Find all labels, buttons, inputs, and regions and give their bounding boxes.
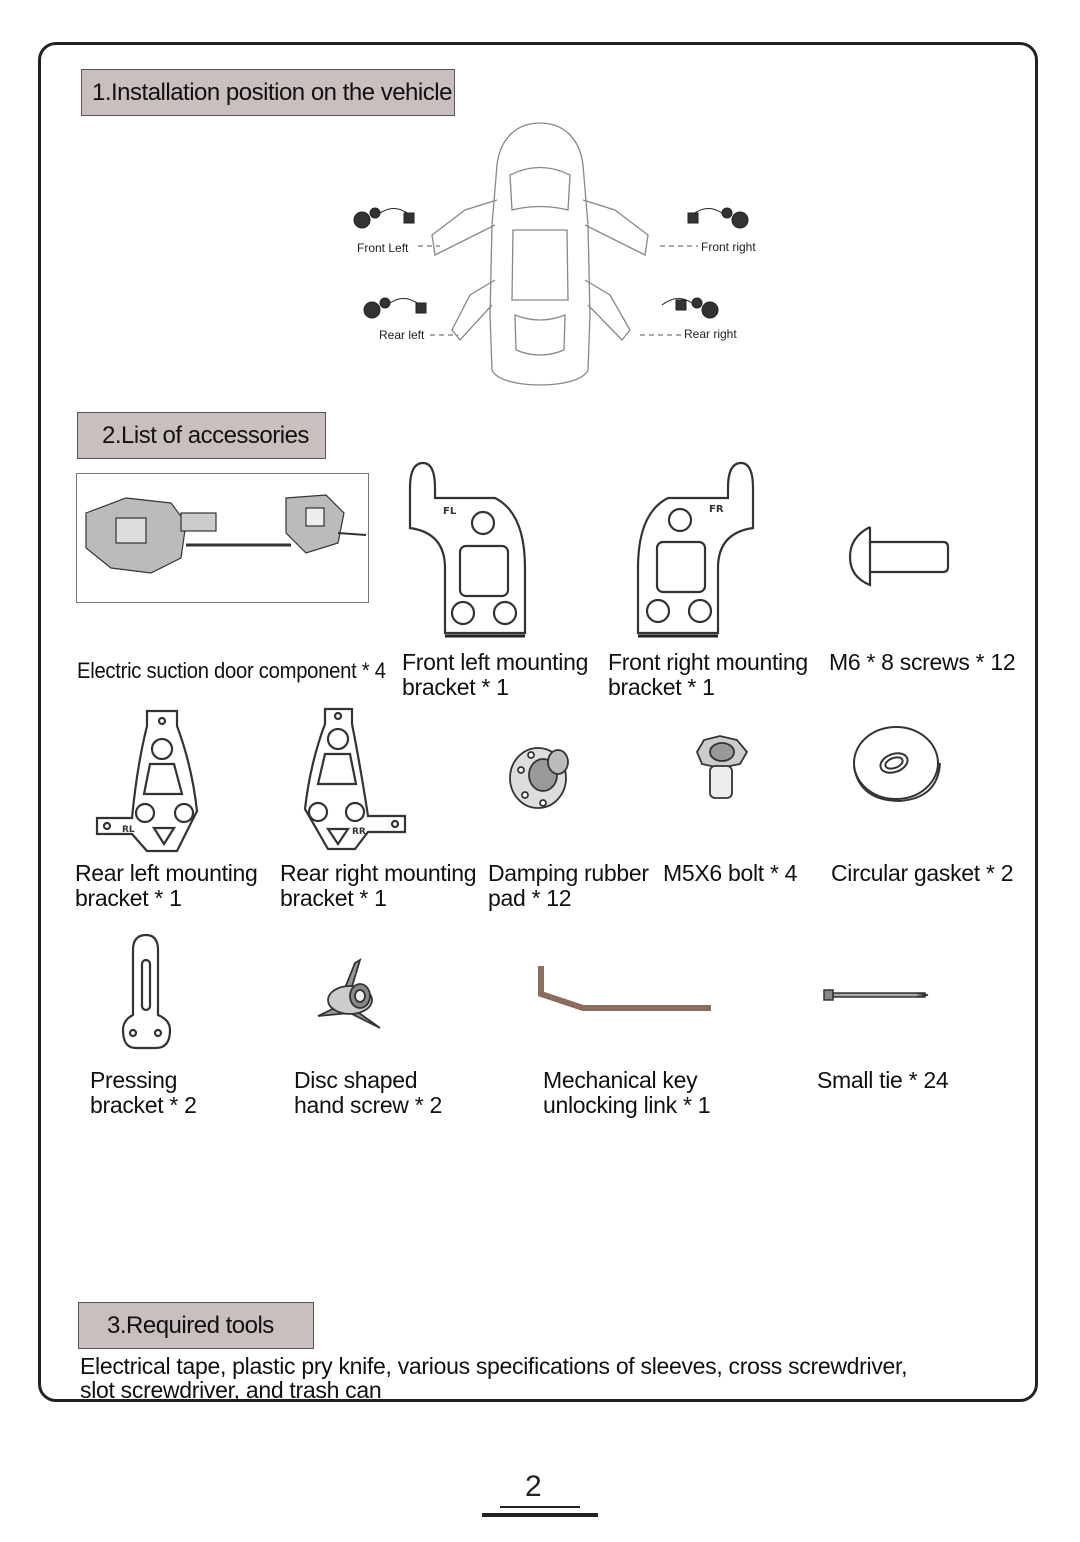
tools-line2: slot screwdriver, and trash can [80,1377,382,1403]
page-number: 2 [525,1470,542,1503]
bracket-mark-fr: FR [709,504,724,515]
circular-gasket-image [853,726,941,803]
front-right-bracket-image: FR [636,461,755,638]
item-front-right-bracket-line1: Front right mounting [608,649,808,675]
required-tools-text: Electrical tape, plastic pry knife, vari… [80,1354,980,1402]
car-diagram [353,122,749,386]
rear-left-bracket-image: RL [95,709,199,853]
damping-rubber-pad-image [509,747,569,809]
item-front-right-bracket-line2: bracket * 1 [608,674,715,700]
component-sketch-rear-right [661,297,719,319]
section-title: 2.List of accessories [102,421,309,449]
page-number-underline-bold [482,1513,598,1517]
component-sketch-front-right [687,207,749,229]
m5x6-bolt-image [695,735,749,799]
page-number-underline [500,1506,580,1508]
component-sketch-front-left [353,207,415,229]
item-damping-pad-line2: pad * 12 [488,885,572,911]
item-disc-screw-line2: hand screw * 2 [294,1092,442,1118]
item-door-component-label: Electric suction door component * 4 [77,658,386,683]
label-rear-left: Rear left [379,328,425,342]
bracket-mark-rl: RL [122,825,135,835]
label-rear-right: Rear right [684,327,737,341]
item-damping-pad-line1: Damping rubber [488,860,649,886]
item-small-tie-label: Small tie * 24 [817,1067,949,1093]
tools-line1: Electrical tape, plastic pry knife, vari… [80,1353,908,1379]
section-header-accessories: 2.List of accessories [77,412,326,459]
item-mechanical-key-line1: Mechanical key [543,1067,698,1093]
bracket-mark-rr: RR [352,827,366,837]
disc-hand-screw-image [317,958,381,1029]
item-rear-right-bracket-line2: bracket * 1 [280,885,387,911]
section-title: 3.Required tools [107,1311,274,1339]
page-frame [38,42,1038,1402]
label-front-right: Front right [701,240,756,254]
item-pressing-bracket-line2: bracket * 2 [90,1092,197,1118]
item-rear-left-bracket-line1: Rear left mounting [75,860,258,886]
item-m6-screws-label: M6 * 8 screws * 12 [829,649,1016,675]
section-header-installation: 1.Installation position on the vehicle [81,69,455,116]
mechanical-key-link-image [538,966,711,1011]
item-m5x6-bolt-label: M5X6 bolt * 4 [663,860,798,886]
item-disc-screw-line1: Disc shaped [294,1067,418,1093]
label-front-left: Front Left [357,241,409,255]
item-rear-right-bracket-line1: Rear right mounting [280,860,477,886]
front-left-bracket-image: FL [408,461,527,638]
small-tie-image [823,989,929,1001]
item-rear-left-bracket-line2: bracket * 1 [75,885,182,911]
pressing-bracket-image [121,933,172,1050]
m6-screw-image [848,526,950,587]
item-front-left-bracket-line1: Front left mounting [402,649,589,675]
rear-right-bracket-image: RR [303,707,407,851]
door-component-image [76,473,369,603]
item-pressing-bracket-line1: Pressing [90,1067,178,1093]
item-mechanical-key-line2: unlocking link * 1 [543,1092,711,1118]
section-title: 1.Installation position on the vehicle [92,78,452,106]
bracket-mark-fl: FL [443,506,457,517]
item-front-left-bracket-line2: bracket * 1 [402,674,509,700]
component-sketch-rear-left [363,297,427,319]
item-circular-gasket-label: Circular gasket * 2 [831,860,1014,886]
section-header-tools: 3.Required tools [78,1302,314,1349]
